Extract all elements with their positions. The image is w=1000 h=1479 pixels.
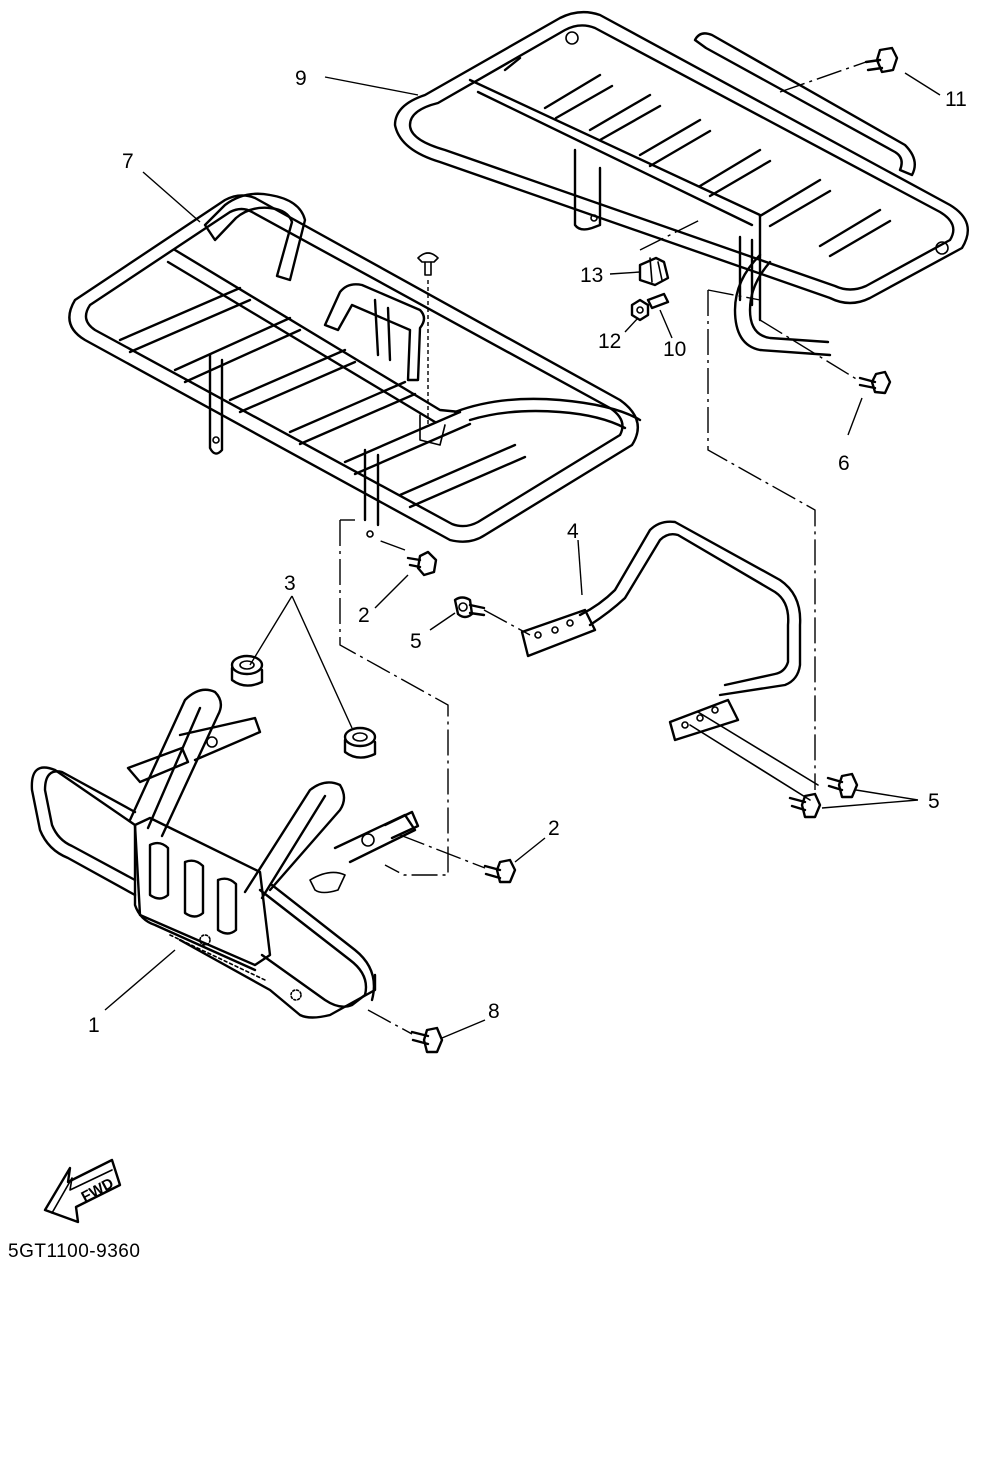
pin-10 <box>646 292 670 310</box>
fwd-arrow: FWD <box>43 1158 122 1224</box>
callout-8: 8 <box>488 1000 500 1023</box>
callout-7: 7 <box>122 150 134 173</box>
spacer-collars <box>230 654 377 759</box>
callout-1: 1 <box>88 1014 100 1037</box>
callout-2-upper: 2 <box>358 604 370 627</box>
center-screw <box>417 252 439 425</box>
bolt-6 <box>858 370 892 395</box>
callout-11: 11 <box>945 88 967 111</box>
bolt-2-lower <box>483 858 517 884</box>
spacer-collar-upper <box>230 654 264 687</box>
bolt-2-upper <box>406 550 438 577</box>
fwd-label: FWD <box>78 1175 116 1206</box>
spacer-collar-lower <box>343 726 377 759</box>
callout-10: 10 <box>663 338 686 361</box>
callout-6: 6 <box>838 452 850 475</box>
callout-labels: 9 7 11 13 12 10 6 4 3 2 5 5 2 1 8 <box>88 67 967 1037</box>
assembly-lines <box>339 61 867 1035</box>
nut-12 <box>630 298 650 322</box>
callout-5-left: 5 <box>410 630 422 653</box>
bolt-5-left <box>453 596 486 619</box>
callout-5-right: 5 <box>928 790 940 813</box>
clip-13 <box>638 256 670 287</box>
bolt-5-right-lower <box>788 792 822 819</box>
rear-carrier <box>393 10 970 357</box>
bolt-8 <box>410 1026 444 1054</box>
callout-4: 4 <box>567 520 579 543</box>
catalog-code: 5GT1100-9360 <box>8 1241 140 1262</box>
guard-bar <box>520 520 819 801</box>
callout-12: 12 <box>598 330 621 353</box>
leader-lines <box>104 72 941 1039</box>
callout-13: 13 <box>580 264 603 287</box>
callout-3: 3 <box>284 572 296 595</box>
front-carrier <box>68 192 642 543</box>
callout-2-lower: 2 <box>548 817 560 840</box>
callout-9: 9 <box>295 67 307 90</box>
bolt-5-right-upper <box>826 772 859 799</box>
front-bumper <box>30 688 420 1019</box>
bolt-11 <box>864 46 899 74</box>
